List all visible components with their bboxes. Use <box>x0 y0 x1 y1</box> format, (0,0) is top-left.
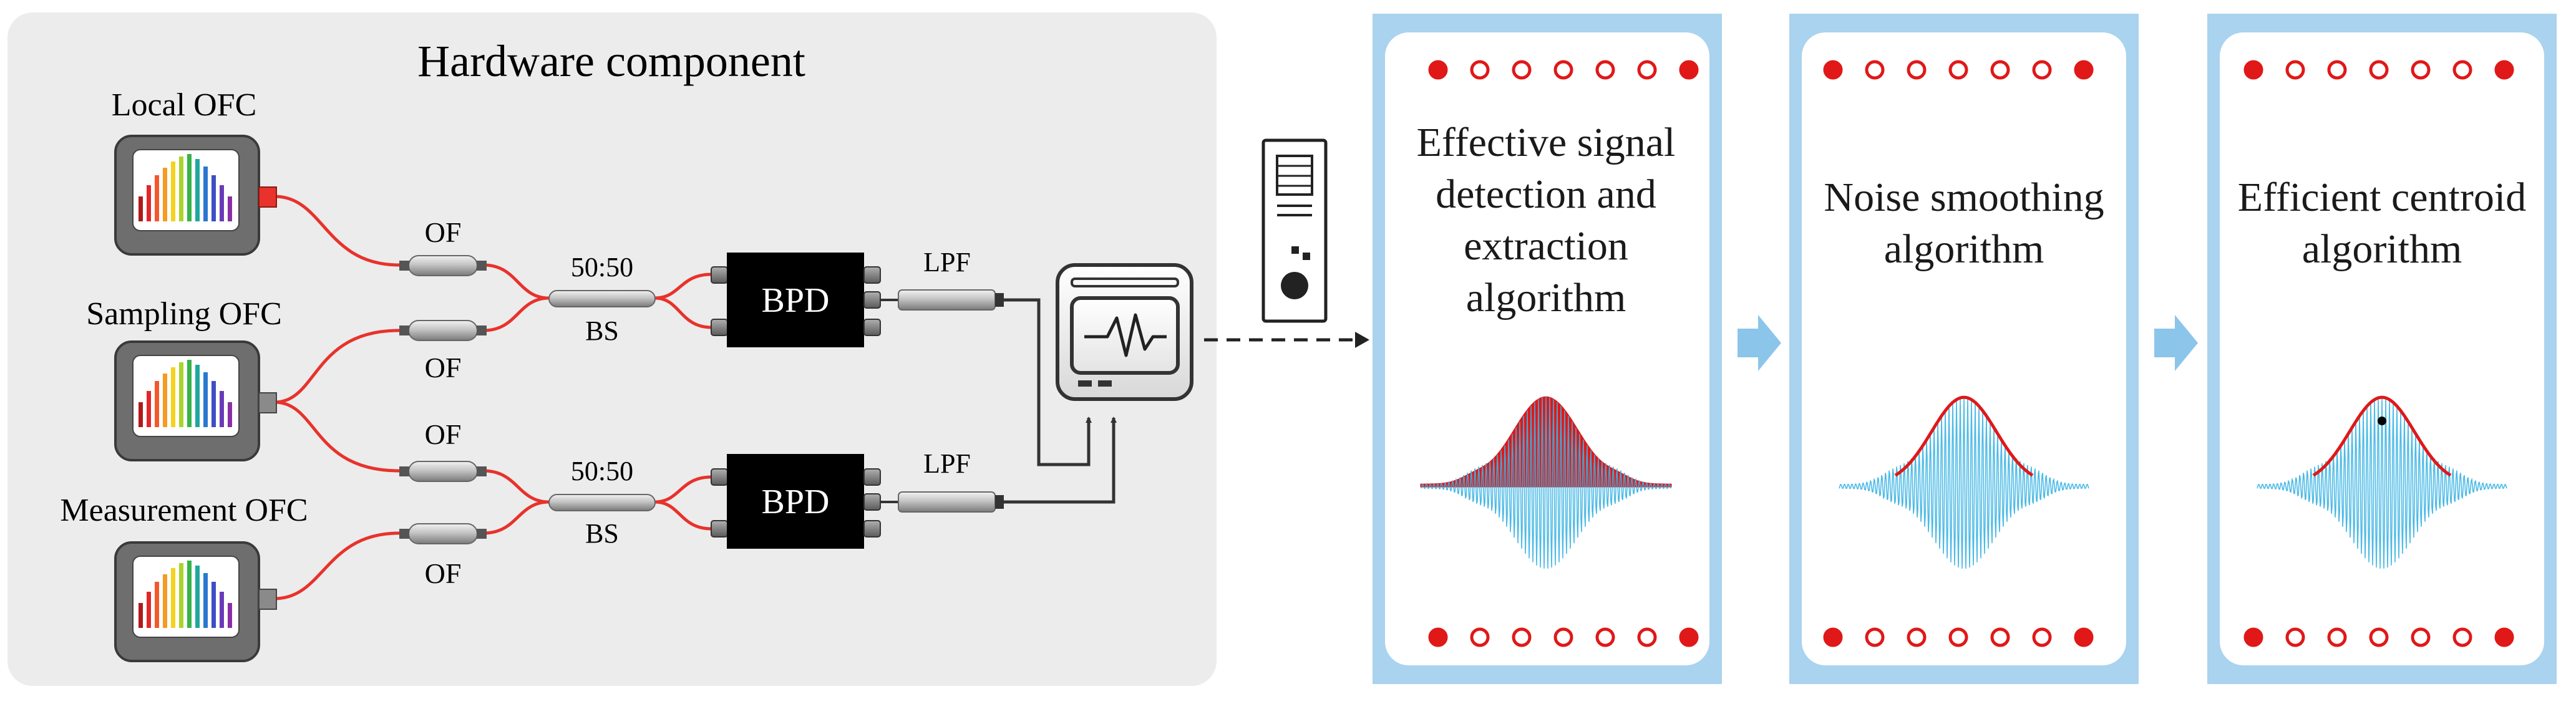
measurement-ofc-source <box>114 541 277 662</box>
spectrum-icon <box>139 154 232 221</box>
hardware-title: Hardware component <box>417 36 805 86</box>
bs-label-2: BS <box>585 518 619 549</box>
bpd-label-1: BPD <box>762 281 830 320</box>
signal-wires <box>1004 298 1117 504</box>
optical-filter-1 <box>399 255 487 276</box>
signal-plot-smoothing <box>1839 395 2089 569</box>
optical-filter-4 <box>399 523 487 544</box>
computer-tower-icon <box>1261 138 1328 323</box>
process-arrow-2 <box>2154 315 2198 371</box>
spectrum-icon <box>139 561 232 628</box>
low-pass-filter-2 <box>880 491 1004 513</box>
process-arrow-1 <box>1738 315 1781 371</box>
signal-plot-centroid <box>2257 395 2507 569</box>
of-label-4: OF <box>425 557 462 589</box>
panel2-title-line1: Noise smoothing <box>1824 175 2104 220</box>
balanced-photodetector-1 <box>711 253 881 347</box>
panel1-title-line1: Effective signal <box>1417 120 1676 165</box>
sampling-ofc-label: Sampling OFC <box>86 296 282 332</box>
panel1-title-line3: extraction <box>1464 223 1628 269</box>
algorithm-panel-1: Effective signal detection and extractio… <box>1373 14 1722 684</box>
lpf-label-2: LPF <box>923 448 971 479</box>
panel1-title-line4: algorithm <box>1466 275 1626 321</box>
local-ofc-label: Local OFC <box>112 87 257 123</box>
algorithm-panel-2: Noise smoothing algorithm <box>1789 14 2139 684</box>
of-label-2: OF <box>425 352 462 383</box>
hardware-panel <box>7 12 1217 686</box>
optical-filter-2 <box>399 320 487 341</box>
bpd-label-2: BPD <box>762 483 830 521</box>
panel1-title-line2: detection and <box>1436 171 1656 217</box>
spectrum-icon <box>139 360 232 427</box>
panel3-title-line1: Efficient centroid <box>2238 175 2526 220</box>
balanced-photodetector-2 <box>711 454 881 549</box>
signal-plot-extraction <box>1420 396 1672 569</box>
optical-fibers <box>274 195 712 600</box>
local-ofc-source <box>114 135 277 256</box>
beam-splitter-2 <box>548 494 656 511</box>
low-pass-filter-1 <box>880 289 1004 311</box>
optical-filter-3 <box>399 461 487 482</box>
panel3-title-line2: algorithm <box>2302 226 2462 272</box>
oscilloscope <box>1056 263 1193 401</box>
panel2-title-line2: algorithm <box>1884 226 2044 272</box>
sampling-ofc-source <box>114 340 277 461</box>
waveform-icon <box>1084 313 1167 357</box>
of-label-3: OF <box>425 418 462 450</box>
bs-ratio-2: 50:50 <box>571 456 633 486</box>
measurement-ofc-label: Measurement OFC <box>60 493 308 528</box>
lpf-label-1: LPF <box>923 247 971 277</box>
beam-splitter-1 <box>548 290 656 307</box>
bs-label-1: BS <box>585 316 619 346</box>
of-label-1: OF <box>425 216 462 248</box>
algorithm-panel-3: Efficient centroid algorithm <box>2207 14 2557 684</box>
bs-ratio-1: 50:50 <box>571 252 633 282</box>
centroid-point <box>2378 417 2386 425</box>
